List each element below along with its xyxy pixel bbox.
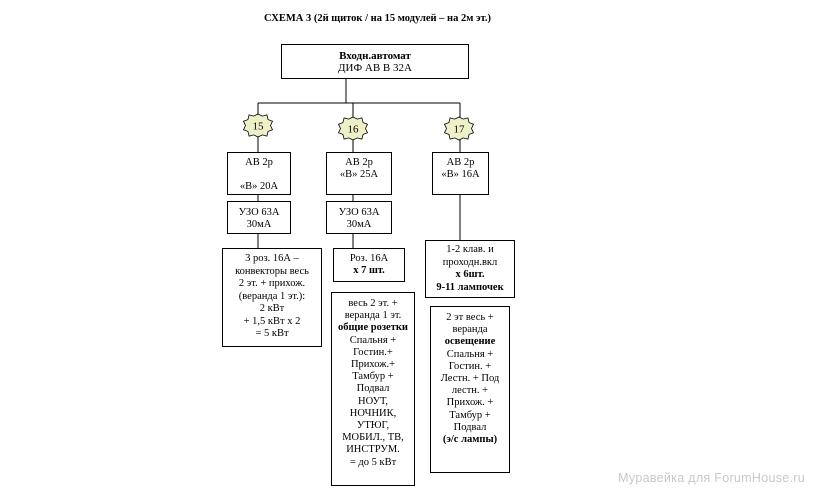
col2-breaker-type: АВ 2р bbox=[345, 157, 373, 168]
col2-desc-line: веранда 1 эт. bbox=[344, 310, 402, 322]
col1-rcd-type: УЗО 63А bbox=[238, 207, 280, 218]
col3-breaker-rating: «В» 16А bbox=[441, 169, 480, 180]
col1-load-line: 2 кВт bbox=[259, 303, 285, 314]
col2-desc-line: = до 5 кВт bbox=[349, 456, 397, 468]
col2-desc-line: МОБИЛ., ТВ, bbox=[342, 432, 404, 444]
col1-rcd-current: 30мА bbox=[246, 219, 272, 230]
col3-desc-line: Гостин. + bbox=[448, 360, 492, 372]
col2-load-line2: х 7 шт. bbox=[353, 265, 385, 276]
col1-load-line: 3 роз. 16А – bbox=[245, 253, 299, 264]
col3-desc-line: Лестн. + Под bbox=[440, 373, 500, 385]
col3-desc-line: Тамбур + bbox=[449, 409, 491, 421]
col3-load-line4: 9-11 лампочек bbox=[436, 281, 504, 293]
col2-desc-line: УТЮГ, bbox=[356, 420, 390, 432]
watermark: Муравейка для ForumHouse.ru bbox=[618, 471, 805, 485]
col2-desc-line: Подвал bbox=[356, 383, 390, 395]
col1-rcd-box: УЗО 63А 30мА bbox=[227, 201, 291, 234]
col1-load-line: + 1,5 кВт х 2 bbox=[243, 315, 301, 327]
col2-rcd-current: 30мА bbox=[346, 219, 372, 230]
col2-desc-line: Прихож.+ bbox=[350, 359, 396, 371]
col2-load-box: Роз. 16А х 7 шт. bbox=[333, 248, 405, 282]
col2-breaker-box: АВ 2р «В» 25А bbox=[326, 152, 392, 195]
col2-desc-heading: общие розетки bbox=[338, 322, 408, 334]
col2-desc-line: ИНСТРУМ. bbox=[346, 444, 400, 456]
badge-label-16: 16 bbox=[348, 124, 360, 136]
col2-desc-line: весь 2 эт. + bbox=[348, 298, 398, 309]
col2-desc-box: весь 2 эт. + веранда 1 эт. общие розетки… bbox=[331, 292, 415, 486]
col3-desc-line: Подвал bbox=[453, 421, 487, 433]
col3-breaker-type: АВ 2р bbox=[446, 157, 475, 168]
col2-desc-line: НОЧНИК, bbox=[349, 407, 397, 419]
star-badge-15 bbox=[242, 113, 274, 138]
col1-load-line: конвекторы весь bbox=[235, 265, 309, 277]
main-breaker-line1: Входн.автомат bbox=[339, 50, 411, 62]
col3-load-line2: проходн.вкл bbox=[442, 256, 498, 268]
col1-breaker-rating: «В» 20А bbox=[239, 181, 279, 192]
col1-breaker-type: АВ 2р bbox=[245, 157, 273, 168]
col3-load-line1: 1-2 клав. и bbox=[446, 244, 494, 255]
col2-rcd-type: УЗО 63А bbox=[338, 207, 380, 218]
col3-desc-heading: освещение bbox=[444, 336, 496, 348]
col1-breaker-box: АВ 2р «В» 20А bbox=[227, 152, 291, 195]
col3-desc-line: Спальня + bbox=[446, 348, 494, 360]
col1-load-line: 2 эт. + прихож. bbox=[238, 278, 306, 289]
col3-desc-box: 2 эт весь + веранда освещение Спальня + … bbox=[430, 306, 510, 473]
col2-desc-line: Тамбур + bbox=[352, 371, 394, 383]
col3-breaker-box: АВ 2р «В» 16А bbox=[432, 152, 489, 195]
col2-breaker-rating: «В» 25А bbox=[339, 169, 379, 180]
col3-load-line3: х 6шт. bbox=[455, 269, 485, 280]
star-badge-17 bbox=[443, 116, 475, 141]
col3-desc-line: лестн. + bbox=[451, 385, 489, 397]
col2-load-line1: Роз. 16А bbox=[349, 253, 389, 264]
main-breaker-box: Входн.автомат ДИФ АВ В 32А bbox=[281, 44, 469, 79]
badge-label-17: 17 bbox=[454, 124, 466, 136]
badge-label-15: 15 bbox=[253, 121, 265, 133]
col3-desc-line: веранда bbox=[452, 324, 488, 336]
col3-desc-line: Прихож. + bbox=[446, 397, 494, 409]
col1-load-line: (веранда 1 эт.): bbox=[238, 290, 306, 302]
col3-load-box: 1-2 клав. и проходн.вкл х 6шт. 9-11 ламп… bbox=[425, 240, 515, 298]
col2-rcd-box: УЗО 63А 30мА bbox=[326, 201, 392, 234]
col2-desc-line: НОУТ, bbox=[358, 395, 388, 407]
col2-desc-line: Гостин.+ bbox=[353, 346, 393, 358]
col3-desc-line: 2 эт весь + bbox=[446, 312, 494, 323]
col3-desc-tail: (э/с лампы) bbox=[442, 434, 498, 446]
col1-load-box: 3 роз. 16А – конвекторы весь 2 эт. + при… bbox=[222, 248, 322, 347]
col2-desc-line: Спальня + bbox=[349, 334, 397, 346]
star-badge-16 bbox=[337, 116, 369, 141]
diagram-title: СХЕМА 3 (2й щиток / на 15 модулей – на 2… bbox=[263, 13, 492, 24]
col1-load-line: = 5 кВт bbox=[255, 328, 289, 339]
main-breaker-line2: ДИФ АВ В 32А bbox=[338, 62, 412, 74]
